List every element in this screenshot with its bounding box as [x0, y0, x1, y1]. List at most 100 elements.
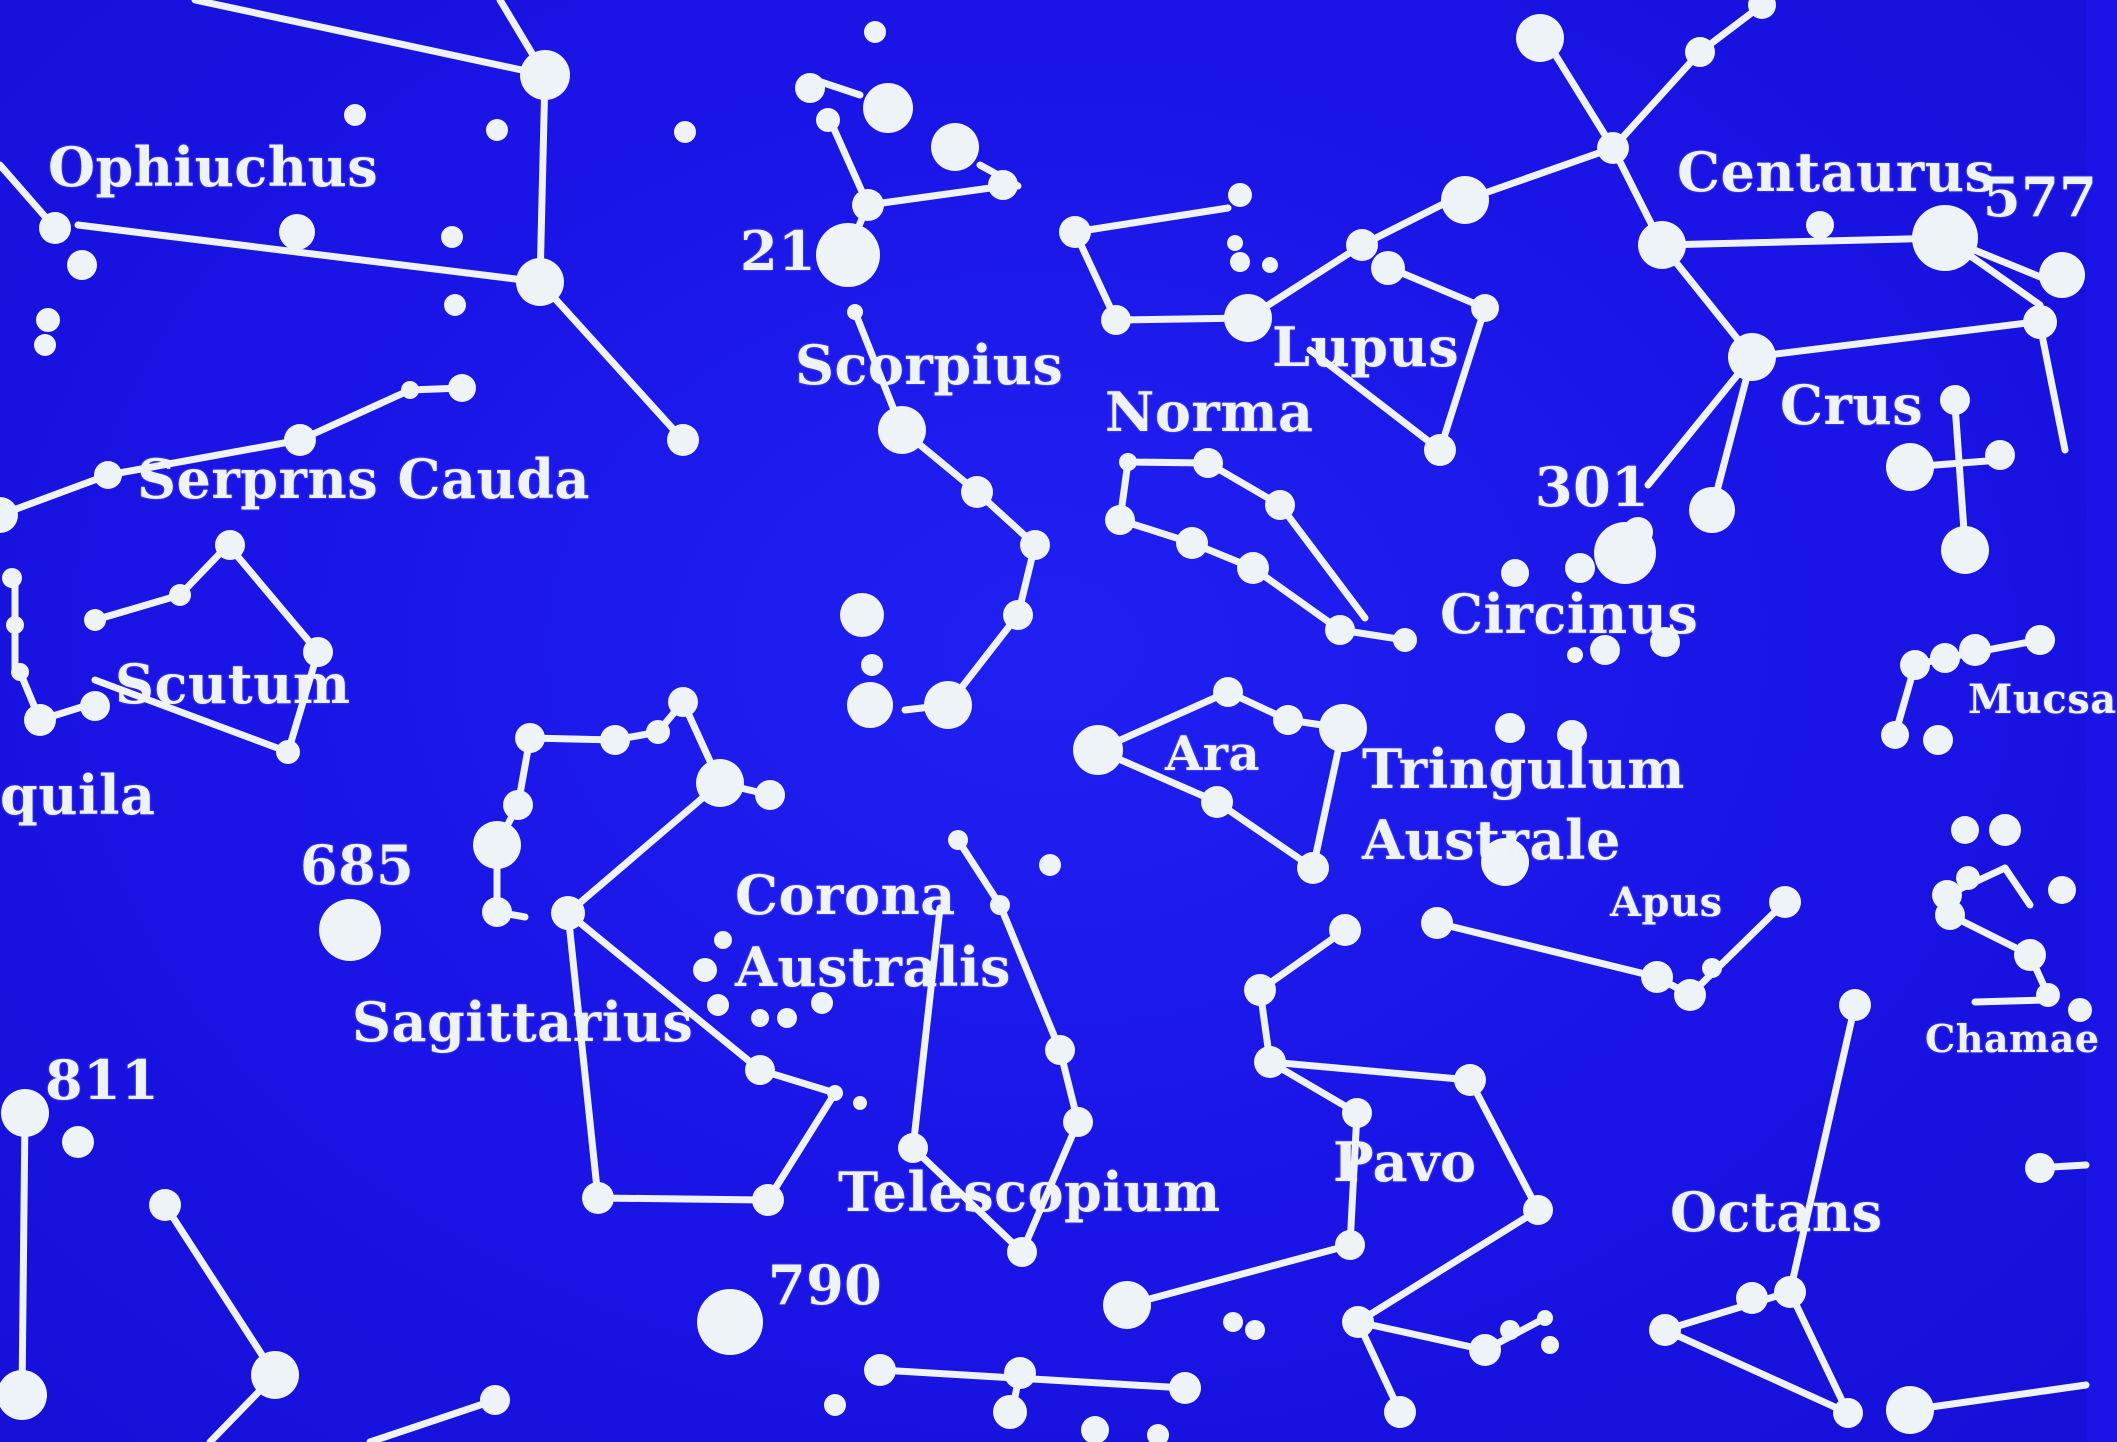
star — [1103, 1281, 1151, 1329]
star — [1230, 252, 1250, 272]
constellation-line — [74, 221, 544, 286]
label-circinus: Circinus — [1440, 582, 1699, 646]
constellation-line — [864, 181, 1016, 209]
star — [279, 214, 315, 250]
star — [2048, 876, 2076, 904]
constellation-line — [104, 436, 304, 479]
star — [1537, 1310, 1553, 1326]
star — [1940, 385, 1970, 415]
star — [863, 83, 913, 133]
constellation-line — [536, 278, 687, 444]
constellation-line — [91, 591, 184, 624]
star — [1495, 713, 1525, 743]
constellation-line — [1436, 304, 1489, 454]
star — [861, 654, 883, 676]
constellation-line — [1466, 1076, 1542, 1214]
star — [1702, 958, 1722, 978]
star — [1923, 725, 1953, 755]
star — [84, 609, 106, 631]
star — [520, 50, 570, 100]
constellation-line — [1123, 1241, 1354, 1309]
star — [948, 830, 968, 850]
star — [1421, 907, 1453, 939]
star — [2025, 625, 2055, 655]
star — [1597, 132, 1629, 164]
constellation-line — [1906, 1381, 2090, 1414]
star — [993, 1395, 1027, 1429]
star — [149, 1189, 181, 1221]
star — [1265, 490, 1295, 520]
star — [0, 497, 18, 533]
star — [1073, 725, 1123, 775]
label-scutum: Scutum — [115, 652, 351, 716]
star — [1045, 1035, 1075, 1065]
star — [1989, 814, 2021, 846]
star — [1342, 1098, 1372, 1128]
star — [448, 374, 476, 402]
star — [1441, 176, 1489, 224]
constellation-line — [1748, 318, 2039, 361]
constellation-line — [1276, 501, 1369, 622]
star — [1728, 333, 1776, 381]
star — [24, 704, 56, 736]
star — [1393, 628, 1417, 652]
label-telescopium: Telescopium — [838, 1160, 1221, 1224]
constellation-line — [1306, 346, 1444, 454]
constellation-line — [1354, 1318, 1489, 1354]
star — [1223, 1312, 1243, 1332]
star — [1951, 816, 1979, 844]
constellation-line — [1708, 353, 1756, 514]
constellation-line — [1661, 1288, 1794, 1334]
star — [777, 1008, 797, 1028]
constellation-line — [564, 779, 724, 917]
label-ophiuchus: Ophiuchus — [48, 135, 379, 199]
star — [1101, 305, 1131, 335]
star — [284, 424, 316, 456]
label-sagittarius: Sagittarius — [352, 990, 694, 1054]
constellation-line — [91, 676, 292, 756]
star — [1649, 1314, 1681, 1346]
constellation-line — [1266, 1058, 1474, 1084]
constellation-line — [1661, 1326, 1852, 1417]
label-ara: Ara — [1165, 726, 1261, 782]
label-octans: Octans — [1670, 1180, 1883, 1244]
star — [39, 212, 71, 244]
constellation-line — [296, 386, 414, 444]
star — [2023, 305, 2057, 339]
constellation-line — [594, 1194, 772, 1204]
constellation-line — [1786, 1288, 1852, 1417]
star — [816, 108, 840, 132]
label-corona-australis-1: Corona — [735, 863, 956, 927]
label-triangulum-australe-2: Australe — [1362, 808, 1621, 872]
constellation-line — [1644, 353, 1756, 489]
star — [11, 663, 29, 681]
constellation-line — [1256, 926, 1349, 994]
star — [1297, 852, 1329, 884]
star — [1471, 294, 1499, 322]
star — [1650, 627, 1680, 657]
star — [1500, 1320, 1520, 1340]
star — [990, 895, 1010, 915]
star — [486, 119, 508, 141]
constellation-line — [0, 471, 112, 519]
constellation-line — [1213, 798, 1317, 872]
constellation-line — [2036, 321, 2069, 454]
constellation-line — [1346, 1109, 1361, 1249]
star — [1557, 720, 1587, 750]
star — [444, 294, 466, 316]
star — [1262, 257, 1278, 273]
star — [961, 476, 993, 508]
star — [1689, 487, 1735, 533]
star — [1004, 1357, 1036, 1389]
star — [1641, 961, 1673, 993]
star — [1481, 838, 1529, 886]
star — [674, 121, 696, 143]
star — [898, 1133, 928, 1163]
label-number-811: 811 — [45, 1048, 160, 1112]
label-apus: Apus — [1610, 879, 1723, 926]
label-number-685: 685 — [300, 833, 415, 897]
constellation-line — [1609, 48, 1704, 152]
constellation-line — [161, 1201, 279, 1379]
star — [1959, 634, 1991, 666]
constellation-line — [2001, 864, 2034, 909]
